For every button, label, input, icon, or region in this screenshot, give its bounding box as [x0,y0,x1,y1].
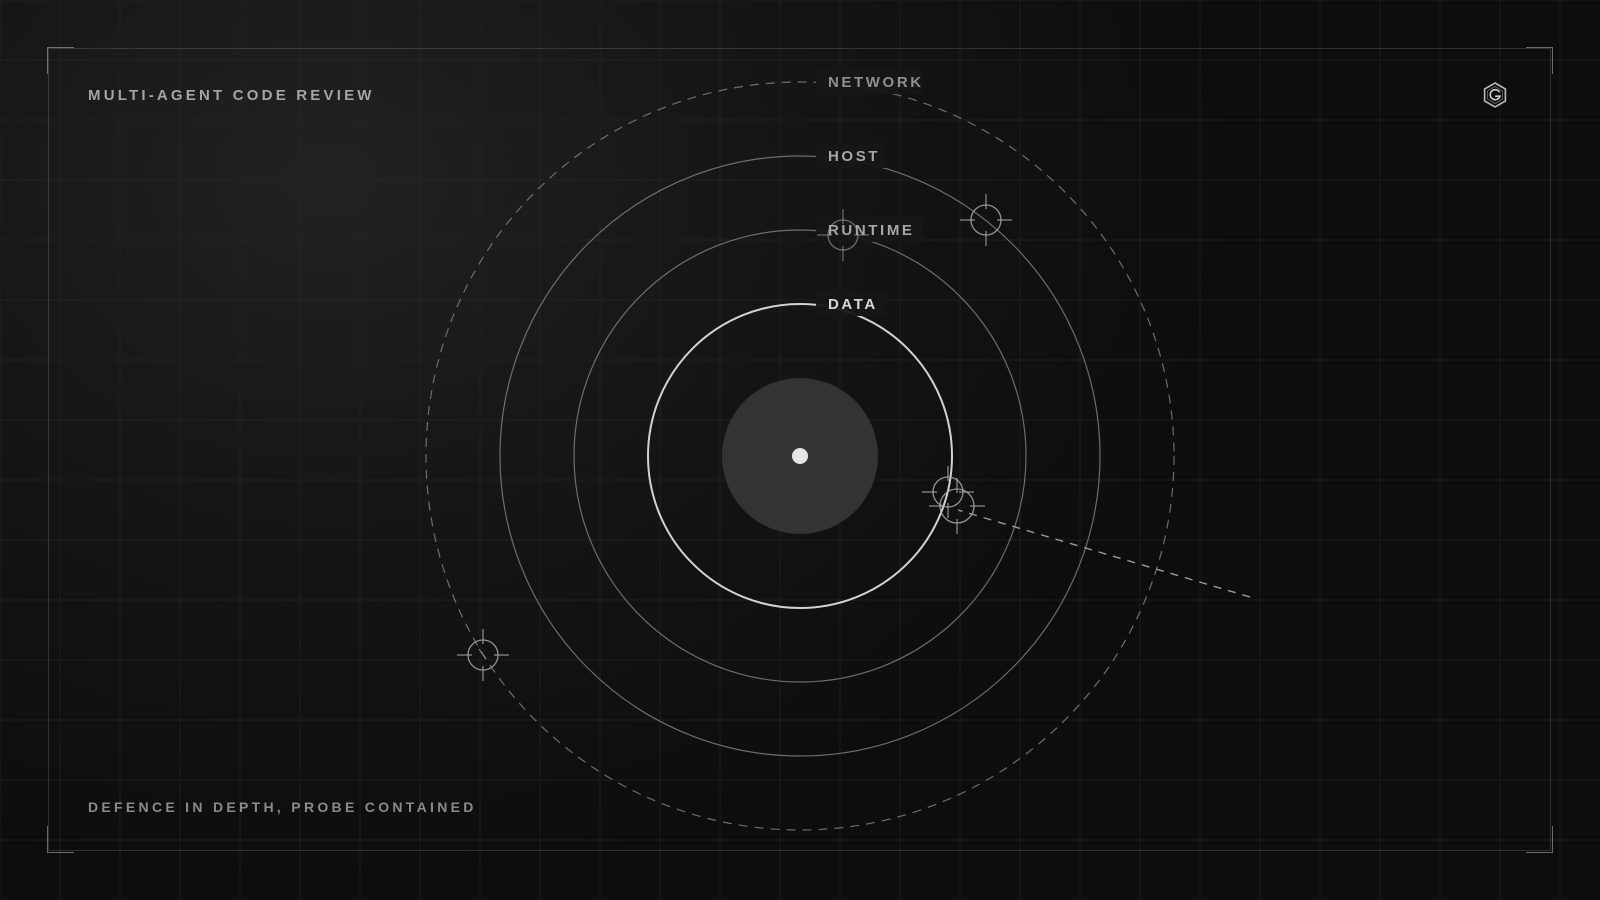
ring-label-bg [816,69,923,94]
corner-bracket-top-right [1526,47,1553,74]
crosshair-icon [960,194,1012,246]
layer-tag-host: HOST [816,143,886,168]
frame-border [48,48,1551,851]
ring-label-network: NETWORK [828,74,924,91]
g-hexagon-logo-icon [1483,82,1507,108]
ring-label-host: HOST [828,148,880,165]
ring-label-bg [816,217,923,242]
corner-bracket-bottom-right [1526,826,1553,853]
probe-trail-line [957,509,1251,598]
ring-host [499,155,1101,757]
core-dot-icon [792,448,808,464]
layer-tag-data: DATA [816,291,886,316]
layer-tag-runtime: RUNTIME [816,217,923,242]
ring-label-data: DATA [828,296,878,313]
crosshair-icon [929,478,985,534]
ring-network [425,81,1175,831]
corner-bracket-top-left [47,47,74,74]
crosshair-icon [457,629,509,681]
ring-label-bg [816,291,886,316]
ring-data [647,303,953,609]
corner-bracket-bottom-left [47,826,74,853]
footer-caption: DEFENCE IN DEPTH, PROBE CONTAINED [88,799,477,815]
page-title: MULTI-AGENT CODE REVIEW [88,87,375,104]
crosshair-icon [817,209,869,261]
layer-tag-network: NETWORK [816,69,924,94]
ring-label-bg [816,143,886,168]
ring-runtime [573,229,1027,683]
ring-label-runtime: RUNTIME [828,222,915,239]
